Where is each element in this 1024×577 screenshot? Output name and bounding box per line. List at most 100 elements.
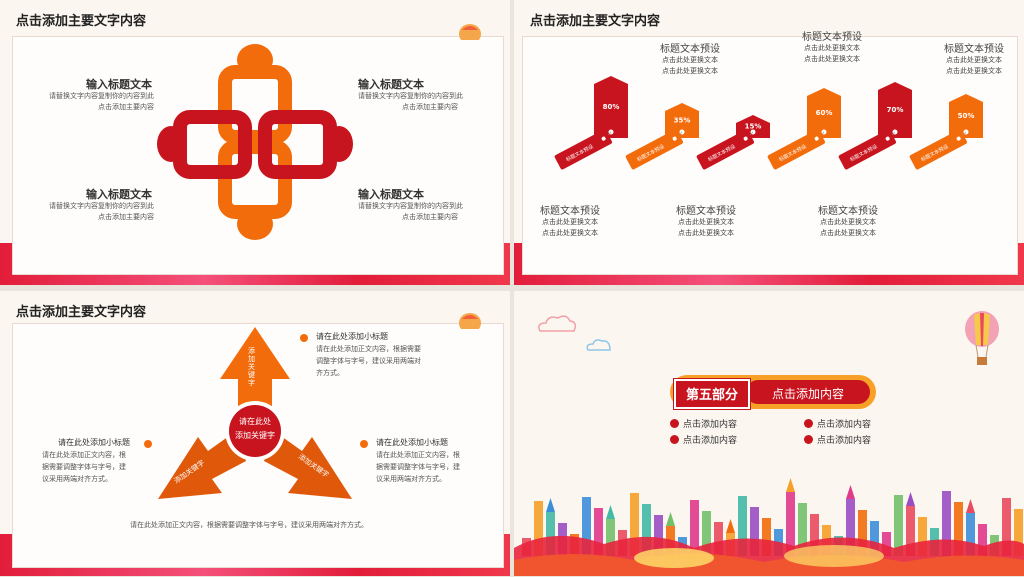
center-keyword: 请在此处添加关键字 [235, 417, 275, 440]
cloud-icon [586, 339, 611, 351]
skyline-spire [666, 512, 675, 526]
skyline-spire [546, 498, 555, 512]
section-part-label: 第五部分 [685, 388, 738, 403]
skyline-building [1002, 498, 1011, 556]
interlocking-knot-graphic [157, 44, 353, 240]
bullet-dot [300, 334, 308, 342]
city-skyline-illustration [514, 478, 1024, 576]
price-tag: 15%标题文本预设 [696, 115, 770, 170]
skyline-building [594, 508, 603, 556]
tag-label-card [696, 129, 755, 170]
slide-3[interactable]: 点击添加主要文字内容 请在此处添加关键字 添加关键字 添加关键字 添加关键字 请… [0, 291, 510, 576]
skyline-building [642, 504, 651, 556]
top-label: 标题文本预设点击此处更换文本点击此处更换文本 [944, 44, 1004, 75]
section-part-box [674, 379, 750, 409]
heading-top-left: 输入标题文本 [86, 78, 152, 91]
skyline-building [810, 514, 819, 556]
heading-top-right: 输入标题文本 [358, 78, 424, 91]
arrow-label-top: 添加关键字 [248, 347, 255, 387]
tag-percent: 60% [816, 109, 833, 117]
tag-percent: 35% [674, 117, 691, 125]
bottom-label: 标题文本预设点击此处更换文本点击此处更换文本 [676, 206, 736, 237]
skyline-building [738, 496, 747, 556]
slide-title: 点击添加主要文字内容 [16, 305, 147, 320]
text-top-left: 请替换文字内容复制你的内容到此点击添加主要内容 [49, 92, 154, 111]
block-top: 请在此处添加小标题 请在此处添加正文内容，根据需要调整字体与字号，建议采用两端对… [316, 332, 421, 377]
list-item[interactable]: 点击添加内容 [804, 433, 871, 446]
skyline-building [786, 492, 795, 556]
bullet-dot [804, 435, 813, 444]
skyline-spire [906, 492, 915, 506]
skyline-building [846, 499, 855, 556]
bullet-dot [670, 419, 679, 428]
skyline-spire [726, 519, 735, 533]
skyline-spire [966, 499, 975, 513]
tag-label-card [625, 129, 684, 170]
tag-label-card [838, 129, 897, 170]
balloon-icon [459, 24, 481, 40]
slide-1[interactable]: 点击添加主要文字内容 输入标题文本 请替换文字内容复制你的内容到此点击添加主要内… [0, 0, 510, 285]
skyline-building [894, 495, 903, 556]
bullet-dot [144, 440, 152, 448]
section-cta-label[interactable]: 点击添加内容 [771, 387, 844, 401]
heading-bottom-left: 输入标题文本 [86, 188, 152, 201]
list-item[interactable]: 点击添加内容 [670, 433, 737, 446]
text-top-right: 请替换文字内容复制你的内容到此点击添加主要内容 [358, 92, 463, 111]
list-item[interactable]: 点击添加内容 [804, 417, 871, 430]
skyline-spire [846, 485, 855, 499]
skyline-building [630, 493, 639, 556]
skyline-building [798, 503, 807, 556]
cloud-icon [538, 315, 577, 332]
top-label: 标题文本预设点击此处更换文本点击此处更换文本 [660, 44, 720, 75]
tag-label-card [909, 129, 968, 170]
tag-percent: 50% [958, 112, 975, 120]
bullet-dot [804, 419, 813, 428]
slide-4[interactable]: 点击添加内容 第五部分 点击添加内容 点击添加内容 点击添加内容 点击添加内容 [514, 291, 1024, 576]
hot-air-balloon-icon [965, 311, 999, 365]
skyline-building [882, 532, 891, 556]
bottom-label: 标题文本预设点击此处更换文本点击此处更换文本 [818, 206, 878, 237]
bottom-label: 标题文本预设点击此处更换文本点击此处更换文本 [540, 206, 600, 237]
bullet-dot [360, 440, 368, 448]
balloon-icon [459, 313, 481, 329]
skyline-building [966, 513, 975, 556]
skyline-building [942, 491, 951, 556]
bullet-dot [670, 435, 679, 444]
slide-title: 点击添加主要文字内容 [16, 14, 147, 29]
skyline-building [690, 500, 699, 556]
text-bottom-right: 请替换文字内容复制你的内容到此点击添加主要内容 [358, 202, 463, 221]
skyline-spire [786, 478, 795, 492]
price-tag: 50%标题文本预设 [909, 94, 983, 170]
three-arrow-diagram [158, 327, 352, 499]
skyline-building [858, 510, 867, 556]
price-tag-chart: 80%标题文本预设35%标题文本预设15%标题文本预设60%标题文本预设70%标… [554, 76, 983, 170]
tag-label-card [767, 129, 826, 170]
top-label: 标题文本预设点击此处更换文本点击此处更换文本 [802, 32, 862, 63]
tag-label-card [554, 129, 613, 170]
skyline-building [582, 497, 591, 556]
section-cta-pill[interactable] [746, 380, 870, 404]
skyline-building [954, 502, 963, 556]
tag-percent: 80% [603, 103, 620, 111]
block-right: 请在此处添加小标题 请在此处添加正文内容，根据需要调整字体与字号，建议采用两端对… [376, 438, 460, 483]
skyline-building [702, 511, 711, 556]
text-bottom-left: 请替换文字内容复制你的内容到此点击添加主要内容 [49, 202, 154, 221]
skyline-building [714, 522, 723, 556]
price-tag: 70%标题文本预设 [838, 82, 912, 170]
skyline-building [1014, 509, 1023, 556]
skyline-building [906, 506, 915, 556]
skyline-spire [606, 505, 615, 519]
list-item[interactable]: 点击添加内容 [670, 417, 737, 430]
price-tag: 35%标题文本预设 [625, 103, 699, 170]
slide-title: 点击添加主要文字内容 [530, 14, 661, 29]
skyline-building [546, 512, 555, 556]
skyline-building [762, 518, 771, 556]
price-tag: 60%标题文本预设 [767, 88, 841, 170]
skyline-building [534, 501, 543, 556]
tag-percent: 15% [745, 123, 762, 131]
tag-percent: 70% [887, 106, 904, 114]
heading-bottom-right: 输入标题文本 [358, 188, 424, 201]
block-left: 请在此处添加小标题 请在此处添加正文内容，根据需要调整字体与字号，建议采用两端对… [42, 438, 130, 483]
price-tag: 80%标题文本预设 [554, 76, 628, 170]
